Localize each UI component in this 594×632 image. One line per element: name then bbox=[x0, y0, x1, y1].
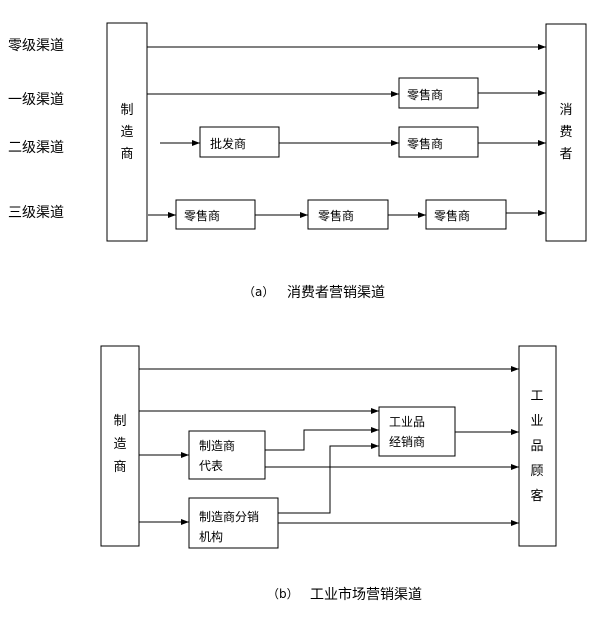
retailer-box bbox=[398, 126, 479, 158]
retailer-label: 零售商 bbox=[407, 87, 443, 102]
channel-label-three: 三级渠道 bbox=[8, 205, 64, 221]
consumer-char: 消 bbox=[559, 103, 572, 118]
wholesaler-label: 批发商 bbox=[210, 136, 246, 151]
manufacturer-char: 造 bbox=[113, 437, 126, 452]
customer-char: 客 bbox=[530, 488, 543, 504]
arrow-rep-to-distributor bbox=[265, 427, 379, 451]
retailer-box bbox=[398, 77, 479, 109]
distributor-label: 经销商 bbox=[389, 434, 425, 449]
rep-box bbox=[188, 430, 266, 480]
caption-letter: （b） bbox=[267, 587, 299, 601]
distributor-box bbox=[378, 406, 456, 457]
channel-label-one: 一级渠道 bbox=[8, 92, 64, 108]
consumer-channel-diagram: 零级渠道 一级渠道 二级渠道 三级渠道 制 造 商 消 费 者 零售商 批发商 … bbox=[8, 22, 587, 301]
branch-label: 机构 bbox=[199, 529, 223, 544]
retailer-box bbox=[175, 199, 256, 230]
manufacturer-char: 商 bbox=[113, 460, 126, 475]
manufacturer-box bbox=[100, 345, 140, 547]
retailer-label: 零售商 bbox=[184, 208, 220, 223]
retailer-label: 零售商 bbox=[318, 208, 354, 223]
industrial-customer-box bbox=[518, 345, 557, 547]
customer-char: 品 bbox=[530, 439, 543, 454]
customer-char: 业 bbox=[530, 414, 543, 429]
distributor-label: 工业品 bbox=[389, 415, 425, 429]
channel-label-zero: 零级渠道 bbox=[8, 38, 64, 54]
manufacturer-char: 造 bbox=[120, 125, 133, 140]
caption-text: 消费者营销渠道 bbox=[287, 285, 385, 301]
consumer-char: 者 bbox=[559, 147, 572, 162]
retailer-label: 零售商 bbox=[407, 136, 443, 151]
manufacturer-char: 商 bbox=[120, 147, 133, 162]
retailer-label: 零售商 bbox=[434, 208, 470, 223]
rep-label: 代表 bbox=[199, 459, 223, 473]
rep-label: 制造商 bbox=[199, 438, 235, 453]
channel-label-two: 二级渠道 bbox=[8, 140, 64, 156]
wholesaler-box bbox=[199, 126, 280, 158]
retailer-box bbox=[307, 199, 389, 230]
consumer-box bbox=[545, 23, 587, 242]
caption-text: 工业市场营销渠道 bbox=[310, 586, 422, 603]
caption-letter: （a） bbox=[243, 285, 274, 299]
customer-char: 工 bbox=[530, 389, 543, 404]
branch-label: 制造商分销 bbox=[199, 509, 259, 524]
customer-char: 顾 bbox=[530, 464, 543, 479]
consumer-char: 费 bbox=[559, 125, 572, 140]
branch-box bbox=[188, 497, 279, 549]
industrial-channel-diagram: 制 造 商 工 业 品 顾 客 工业品 经销商 制造商 代表 制造商分销 机构 bbox=[100, 345, 557, 603]
manufacturer-char: 制 bbox=[113, 414, 126, 429]
manufacturer-box bbox=[106, 22, 148, 242]
arrow-branch-to-distributor bbox=[278, 443, 379, 514]
manufacturer-char: 制 bbox=[120, 103, 133, 118]
retailer-box bbox=[425, 199, 507, 230]
